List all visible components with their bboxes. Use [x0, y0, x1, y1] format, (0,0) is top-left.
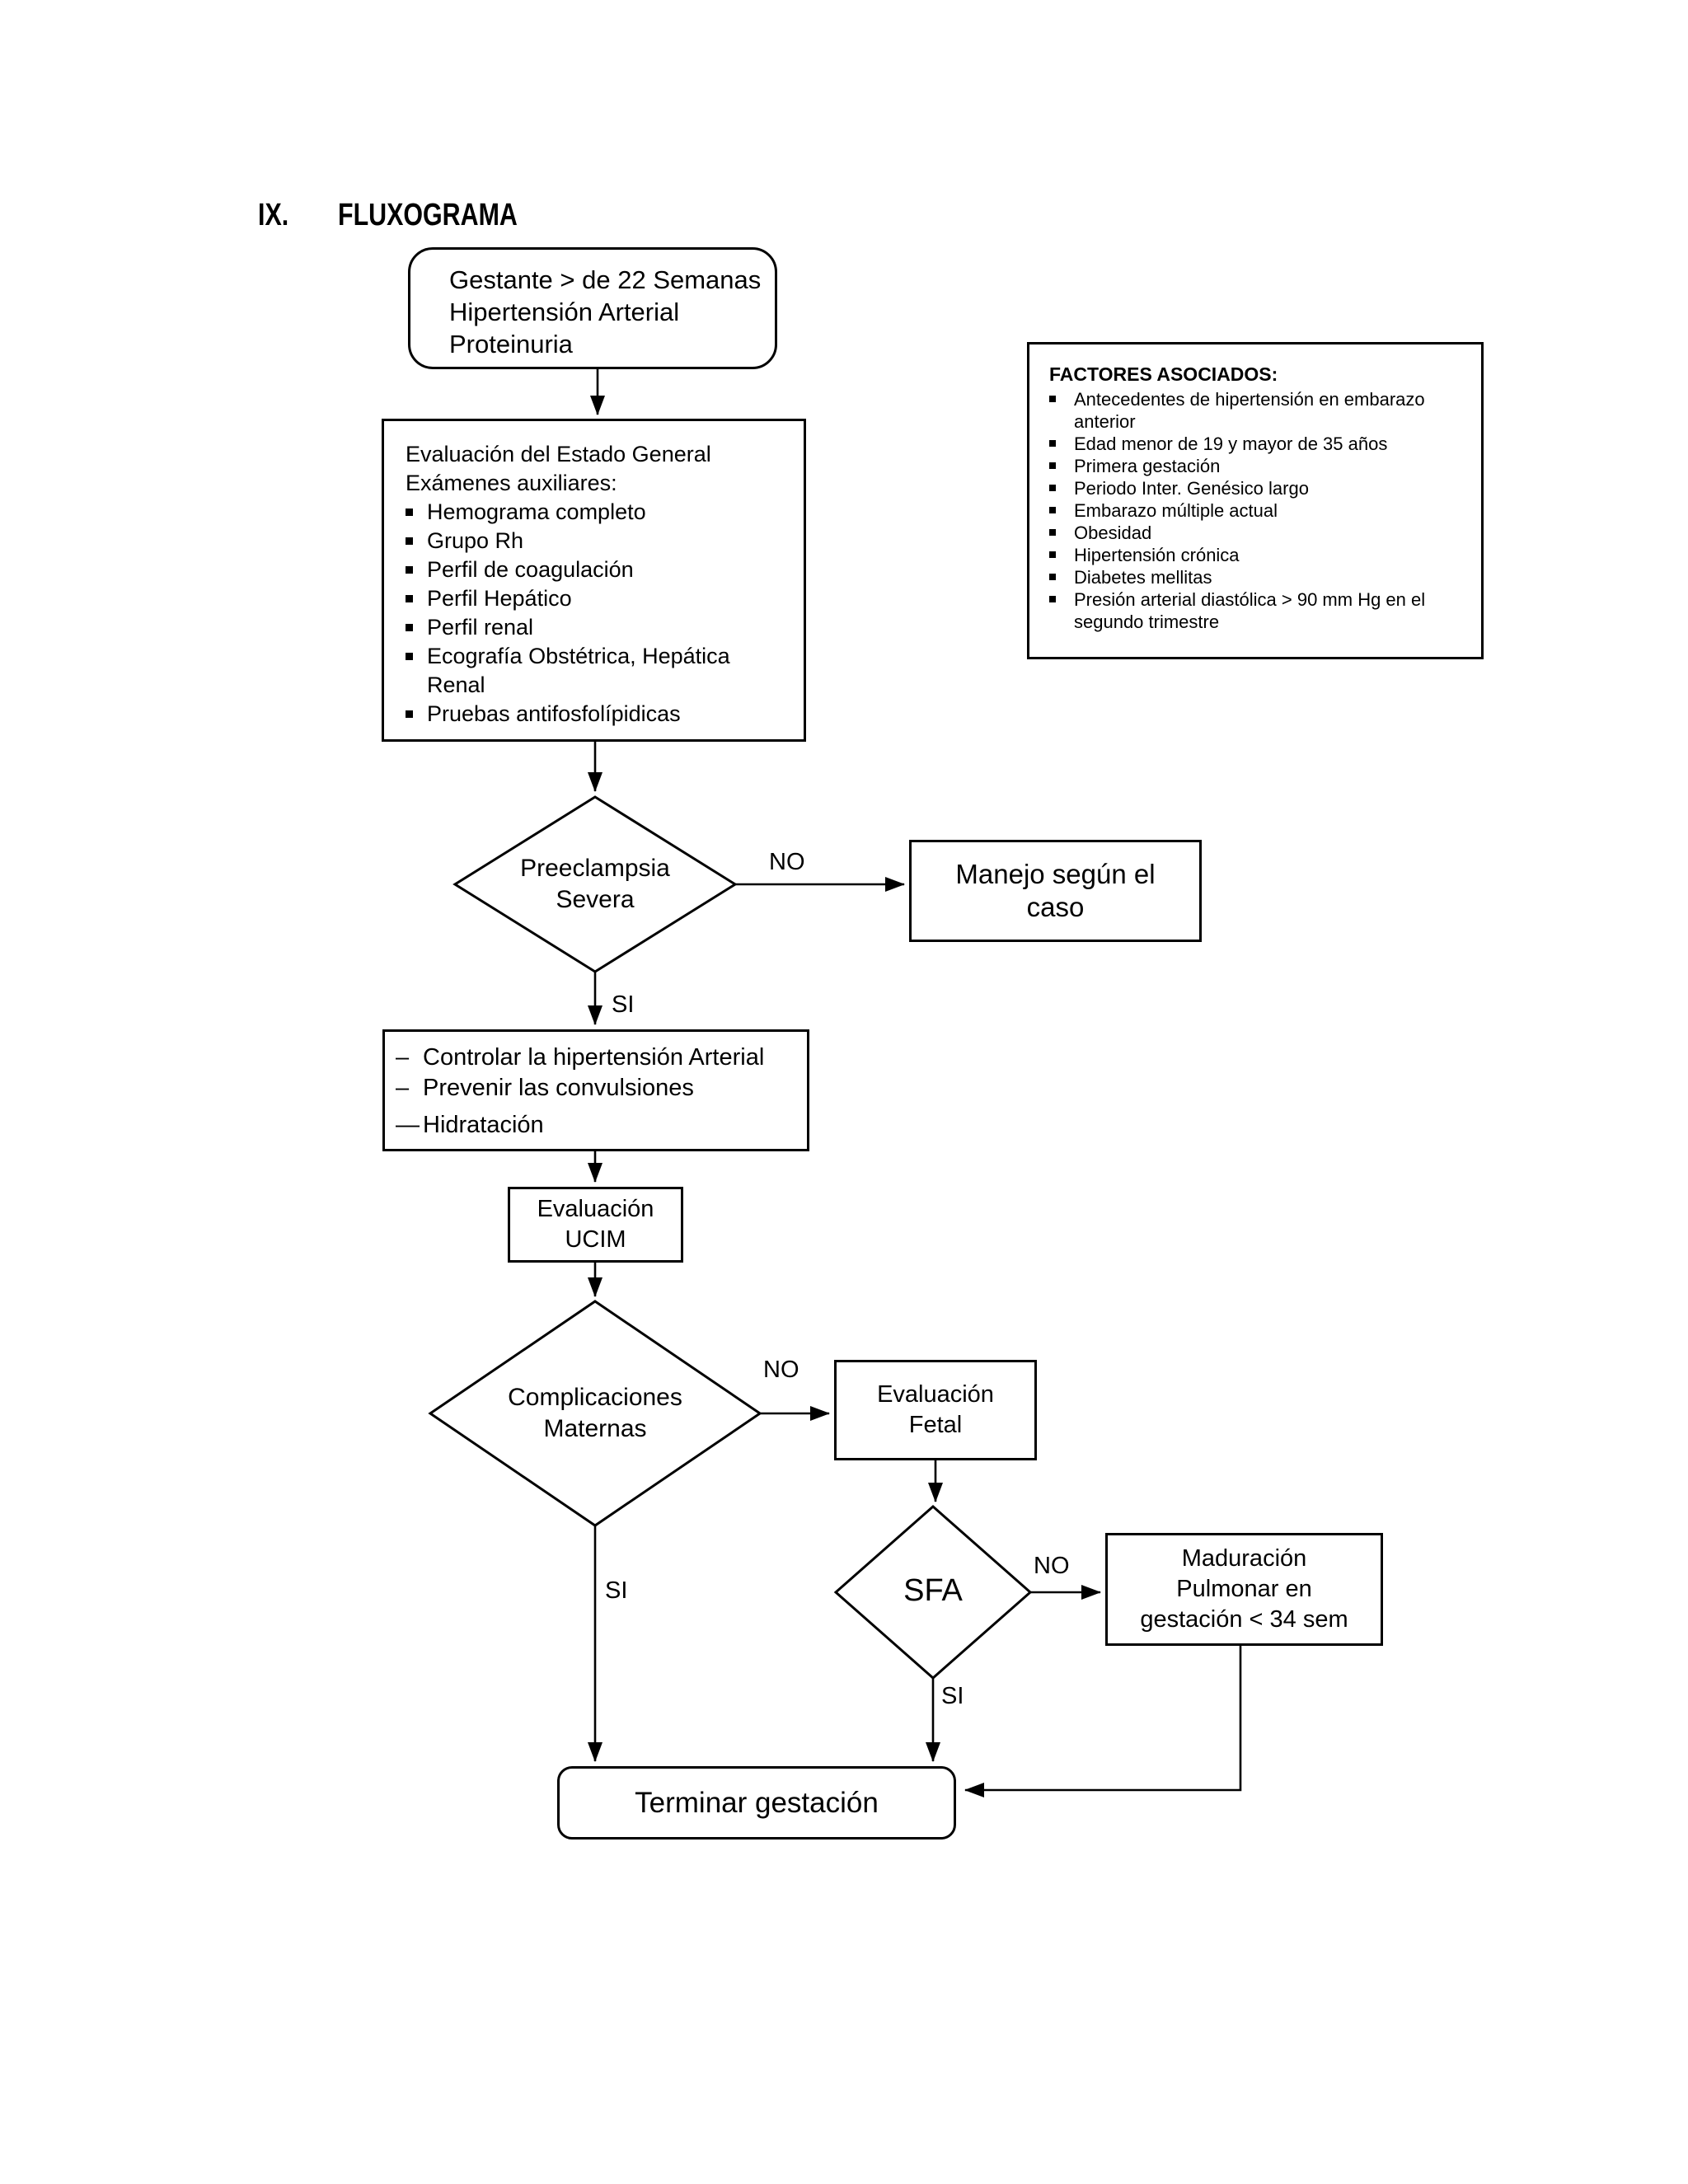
- bullet-square-icon: [1049, 396, 1056, 402]
- section-numeral: IX.: [258, 198, 289, 232]
- preeclampsia-decision: Preeclampsia Severa: [520, 855, 670, 913]
- list-item: Perfil Hepático: [406, 584, 795, 613]
- list-item: Embarazo múltiple actual: [1049, 499, 1470, 522]
- list-item: Presión arterial diastólica > 90 mm Hg e…: [1049, 588, 1470, 633]
- page-title: FLUXOGRAMA: [338, 198, 518, 232]
- sfa-diamond-shape: [833, 1505, 1033, 1680]
- start-node: Gestante > de 22 Semanas Hipertensión Ar…: [408, 247, 777, 369]
- list-item: – Controlar la hipertensión Arterial: [396, 1043, 807, 1073]
- evaluacion-general-box: Evaluación del Estado General Exámenes a…: [382, 419, 806, 742]
- list-item: Diabetes mellitas: [1049, 566, 1470, 588]
- list-item: Hemograma completo: [406, 498, 795, 527]
- list-item: Hipertensión crónica: [1049, 544, 1470, 566]
- manejo-box: Manejo según el caso: [909, 840, 1202, 942]
- factores-title: FACTORES ASOCIADOS:: [1049, 363, 1278, 385]
- dash-mark: —: [396, 1112, 420, 1138]
- list-item: Periodo Inter. Genésico largo: [1049, 477, 1470, 499]
- bullet-square-icon: [406, 653, 413, 660]
- maduracion-pulmonar-box: Maduración Pulmonar en gestación < 34 se…: [1105, 1533, 1383, 1646]
- dash-mark: –: [396, 1075, 410, 1101]
- list-item: Perfil renal: [406, 613, 795, 642]
- bullet-square-icon: [406, 537, 413, 545]
- bullet-square-icon: [406, 566, 413, 574]
- list-item: Obesidad: [1049, 522, 1470, 544]
- controlar-box: – Controlar la hipertensión Arterial – P…: [382, 1029, 809, 1151]
- bullet-square-icon: [406, 509, 413, 516]
- evalgen-header: Evaluación del Estado General: [406, 442, 711, 466]
- list-item: Ecografía Obstétrica, Hepática Renal: [406, 642, 795, 700]
- dash-mark: –: [396, 1044, 410, 1071]
- evalgen-header: Exámenes auxiliares:: [406, 471, 617, 495]
- evaluacion-fetal-box: Evaluación Fetal: [834, 1360, 1037, 1460]
- start-line: Proteinuria: [449, 330, 573, 359]
- list-item: Grupo Rh: [406, 527, 795, 555]
- complicaciones-diamond-shape: [428, 1300, 762, 1527]
- list-item: – Prevenir las convulsiones: [396, 1073, 807, 1104]
- start-line: Gestante > de 22 Semanas: [449, 265, 762, 294]
- start-line: Hipertensión Arterial: [449, 298, 680, 326]
- preeclampsia-diamond-shape: [452, 795, 738, 973]
- list-item: Primera gestación: [1049, 455, 1470, 477]
- edge-label-no: NO: [769, 849, 805, 875]
- list-item: Antecedentes de hipertensión en embarazo…: [1049, 388, 1470, 433]
- bullet-square-icon: [406, 710, 413, 718]
- list-item: Pruebas antifosfolípidicas: [406, 700, 795, 729]
- edge-maduracion-to-terminar: [964, 1646, 1242, 1797]
- bullet-square-icon: [406, 595, 413, 602]
- bullet-square-icon: [1049, 529, 1056, 536]
- complicaciones-decision: Complicaciones Maternas: [508, 1384, 682, 1442]
- edge-label-si: SI: [605, 1577, 628, 1604]
- bullet-square-icon: [406, 624, 413, 631]
- bullet-square-icon: [1049, 440, 1056, 447]
- list-item: Edad menor de 19 y mayor de 35 años: [1049, 433, 1470, 455]
- bullet-square-icon: [1049, 551, 1056, 558]
- bullet-square-icon: [1049, 485, 1056, 491]
- sfa-decision: SFA: [903, 1573, 963, 1608]
- terminar-gestacion-box: Terminar gestación: [557, 1766, 956, 1840]
- bullet-square-icon: [1049, 596, 1056, 602]
- evaluacion-ucim-box: Evaluación UCIM: [508, 1187, 683, 1263]
- edge-label-si: SI: [612, 991, 635, 1018]
- list-item: — Hidratación: [396, 1110, 807, 1141]
- edge-label-si: SI: [941, 1683, 964, 1709]
- bullet-square-icon: [1049, 507, 1056, 513]
- list-item: Perfil de coagulación: [406, 555, 795, 584]
- factores-asociados-box: FACTORES ASOCIADOS: Antecedentes de hipe…: [1027, 342, 1484, 659]
- bullet-square-icon: [1049, 574, 1056, 580]
- edge-label-no: NO: [763, 1357, 799, 1383]
- edge-label-no: NO: [1034, 1553, 1070, 1579]
- bullet-square-icon: [1049, 462, 1056, 469]
